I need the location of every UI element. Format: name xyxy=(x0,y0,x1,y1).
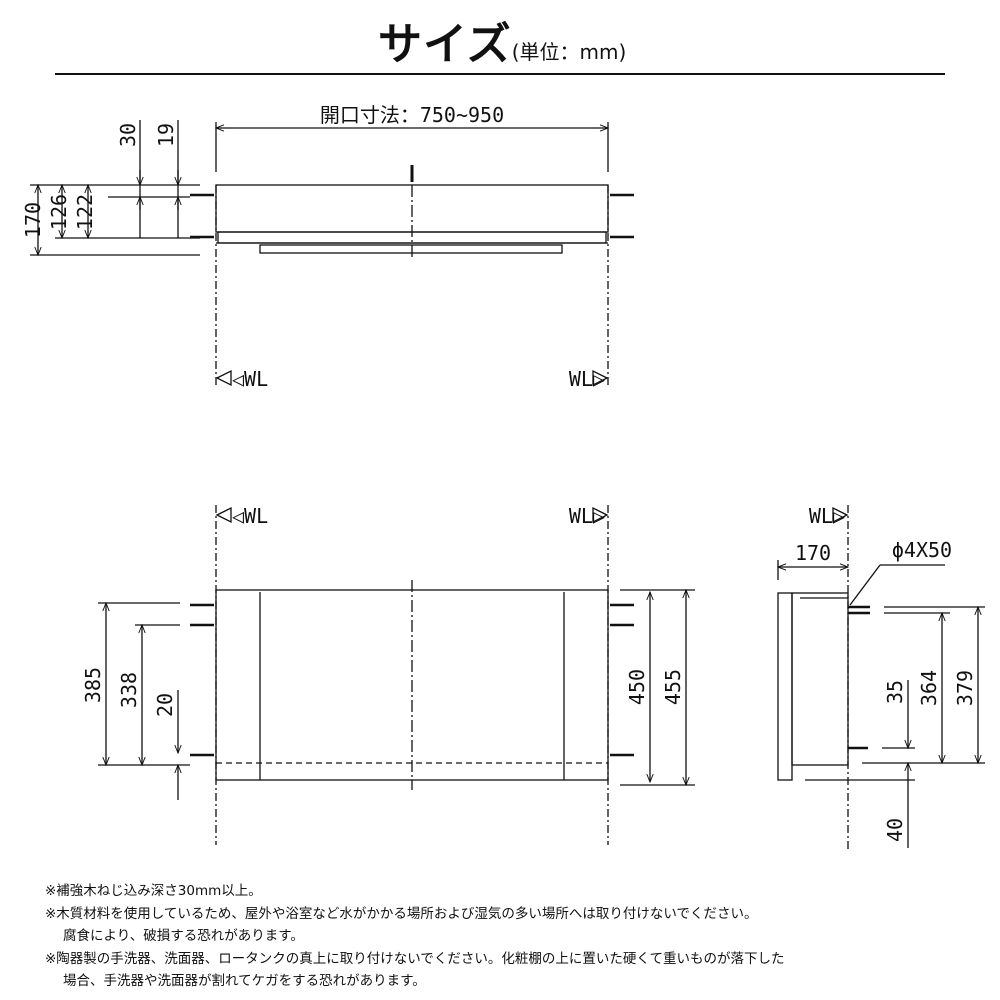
note: ※補強木ねじ込み深さ30mm以上。 xyxy=(45,883,262,899)
wl-label: WL▷ xyxy=(569,504,605,528)
screw-spec-label: ϕ4X50 xyxy=(892,538,952,562)
note: 場合、手洗器や洗面器が割れてケガをする恐れがあります。 xyxy=(63,973,426,989)
dim-label: 35 xyxy=(883,680,907,704)
dim-label: 385 xyxy=(81,667,105,703)
wl-label: ◁WL xyxy=(232,504,268,528)
dim-label: 126 xyxy=(47,194,71,230)
dim-label: 338 xyxy=(117,672,141,708)
dim-label: 170 xyxy=(21,202,45,238)
side-view xyxy=(778,505,985,850)
wl-markers xyxy=(215,369,849,524)
note: 腐食により、破損する恐れがあります。 xyxy=(63,928,304,944)
dim-label: 20 xyxy=(153,693,177,717)
dim-label: 122 xyxy=(73,194,97,230)
dim-label: 30 xyxy=(116,123,140,147)
dim-label: 379 xyxy=(953,670,977,706)
title-divider xyxy=(55,73,945,75)
dim-label: 455 xyxy=(661,669,685,705)
dim-label: 364 xyxy=(917,670,941,706)
note: ※陶器製の手洗器、洗面器、ロータンクの真上に取り付けないでください。化粧棚の上に… xyxy=(45,950,785,967)
front-view xyxy=(98,505,695,845)
wl-label: WL▷ xyxy=(569,367,605,391)
title-text: サイズ xyxy=(378,19,512,70)
dim-label: 170 xyxy=(795,541,831,565)
page-title: サイズ(単位：mm) xyxy=(378,8,626,72)
note: ※木質材料を使用しているため、屋外や浴室など水がかかる場所および湿気の多い場所へ… xyxy=(45,905,758,922)
notes: ※補強木ねじ込み深さ30mm以上。 ※木質材料を使用しているため、屋外や浴室など… xyxy=(45,880,785,993)
dim-label: 450 xyxy=(625,669,649,705)
opening-dimension-label: 開口寸法：750~950 xyxy=(320,103,504,127)
dim-label: 40 xyxy=(883,818,907,842)
wl-label: ◁WL xyxy=(232,367,268,391)
top-view xyxy=(30,120,634,385)
wl-label: WL▷ xyxy=(809,504,845,528)
dim-label: 19 xyxy=(154,123,178,147)
unit-label: (単位：mm) xyxy=(511,40,627,64)
